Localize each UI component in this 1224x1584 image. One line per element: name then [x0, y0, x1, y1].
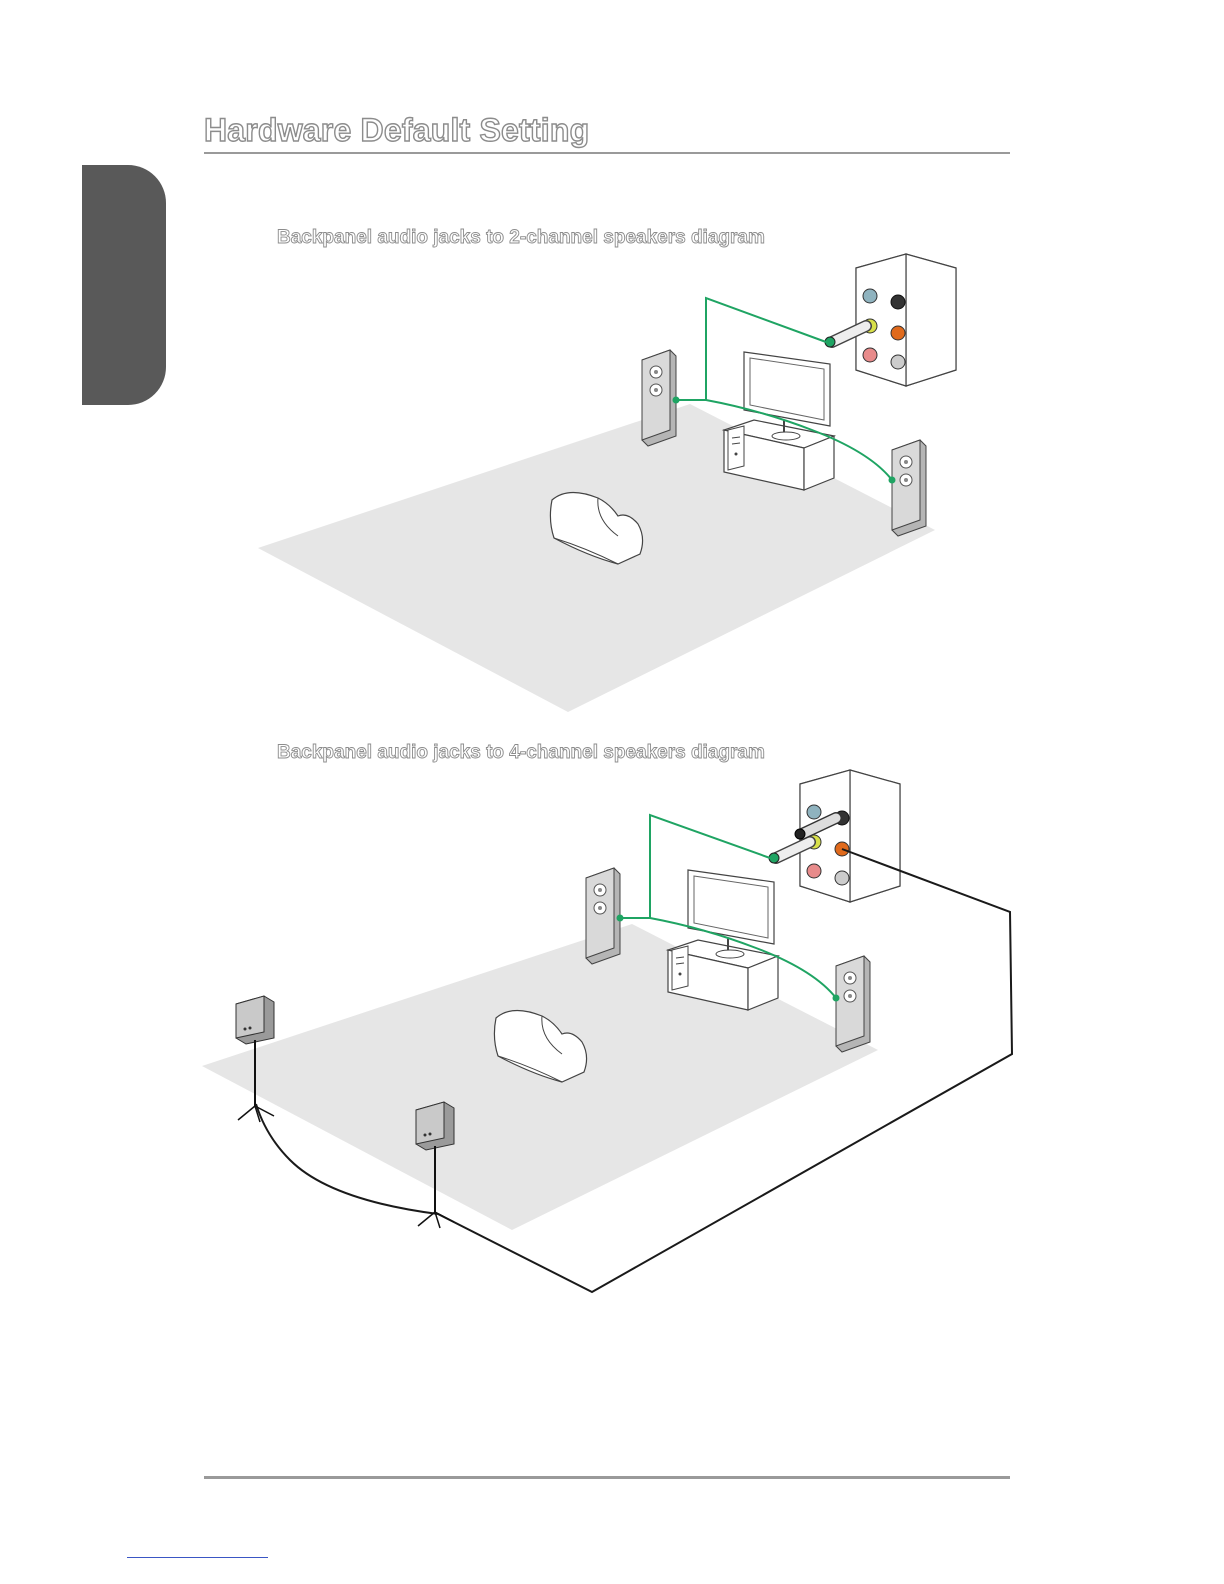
- speaker-tower-icon: [836, 956, 870, 1052]
- speaker-tower-icon: [892, 440, 926, 536]
- footer-link-underline: [127, 1557, 268, 1558]
- diagram-2ch: [258, 254, 956, 712]
- speaker-tower-icon: [642, 350, 676, 446]
- diagram-4ch: [202, 770, 1012, 1292]
- footer-rule: [204, 1476, 1010, 1479]
- speaker-tower-icon: [586, 868, 620, 964]
